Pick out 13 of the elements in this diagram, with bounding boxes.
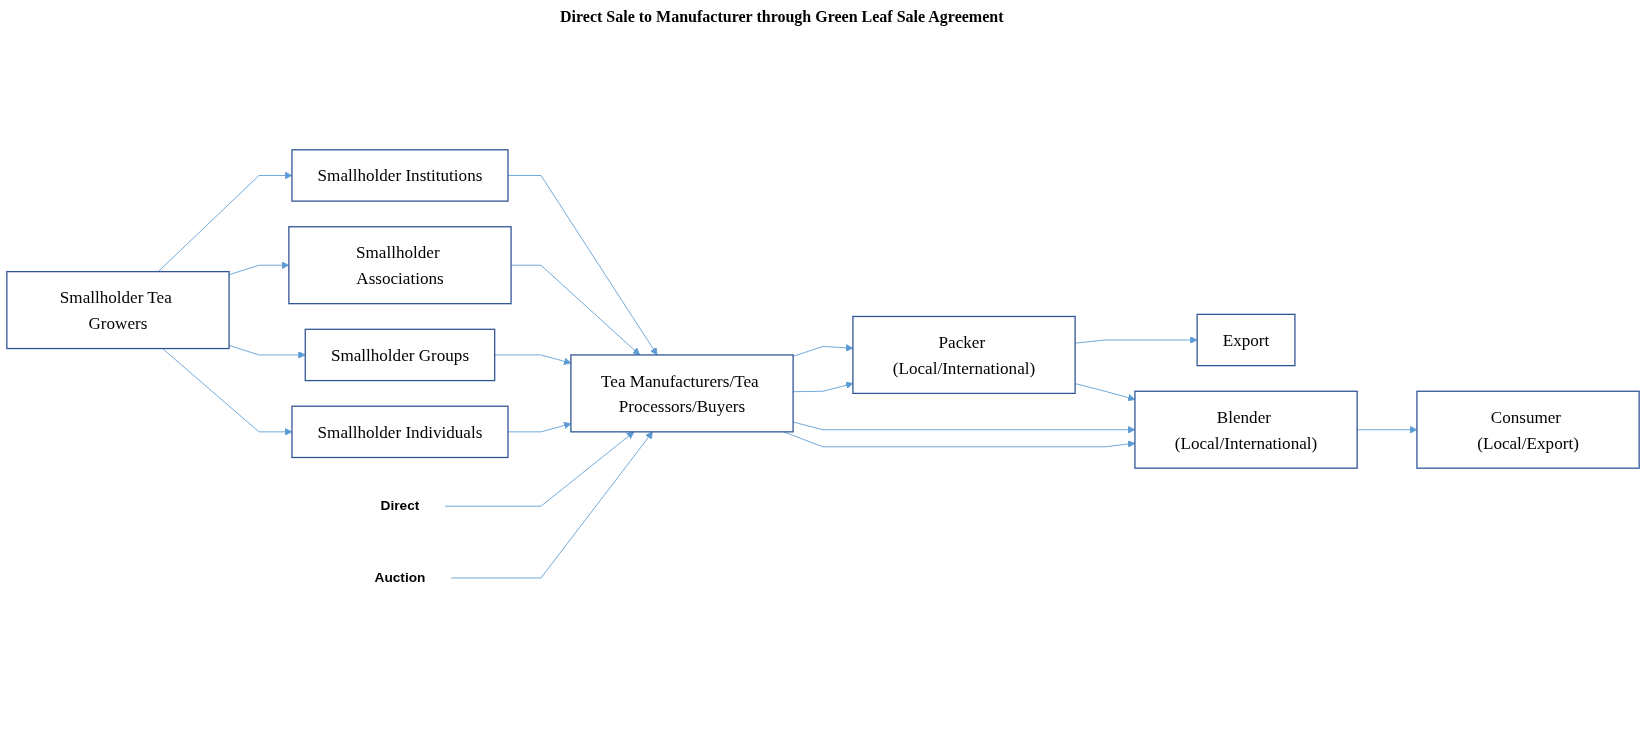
node-box: Export	[1196, 313, 1296, 366]
node-box: Smallholder Groups	[304, 328, 496, 381]
node-box: Smallholder Tea Growers	[6, 270, 230, 349]
node-box: Smallholder Associations	[288, 225, 512, 304]
node-box: Smallholder Individuals	[291, 405, 509, 458]
node-text: Direct	[380, 498, 420, 513]
node-box: Consumer (Local/Export)	[1416, 390, 1640, 469]
node-box: Tea Manufacturers/Tea Processors/Buyers	[570, 353, 794, 433]
flow-note: Direct Sale to Manufacturer through Green Leaf Sale Agreement	[560, 8, 1004, 26]
node-box: Blender (Local/International)	[1134, 390, 1358, 469]
node-box: Packer (Local/International)	[852, 315, 1076, 394]
node-box: Smallholder Institutions	[291, 148, 509, 202]
node-text: Auction	[374, 569, 426, 585]
